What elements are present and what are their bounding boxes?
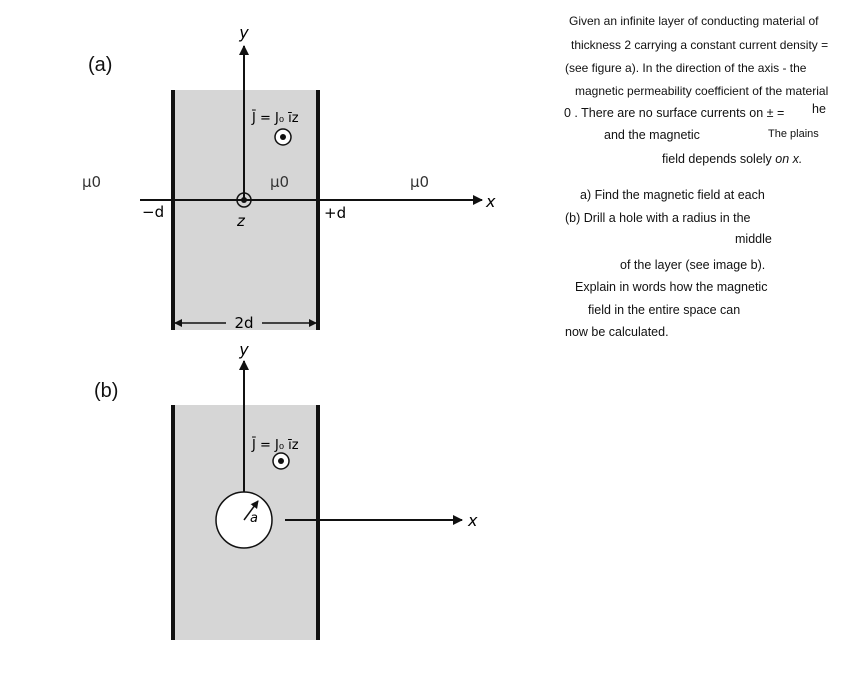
problem-line: now be calculated. [565,325,669,339]
y-axis-label-b: y [238,340,249,359]
hole-radius-label: a [250,511,258,526]
y-axis-label-a: y [238,23,249,42]
z-origin-symbol [236,192,252,208]
problem-line: field depends solely on x. [662,152,802,166]
problem-line-part: on x. [775,152,803,166]
panel-a-label: (a) [88,54,113,76]
mu-right: μ0 [410,173,429,191]
problem-line: 0 . There are no surface currents on ± = [564,106,785,120]
problem-line: (b) Drill a hole with a radius in the [565,211,751,225]
problem-text: Given an infinite layer of conducting ma… [560,0,857,360]
panel-b-label: (b) [94,380,119,402]
problem-line: middle [735,232,772,246]
problem-line: a) Find the magnetic field at each [580,188,765,202]
problem-line: of the layer (see image b). [620,258,766,272]
z-origin-dot [241,197,247,203]
current-density-label-b: J̄ = J₀ īz [251,438,299,453]
conducting-layer-a [173,90,318,330]
mu-middle: μ0 [270,173,289,191]
problem-line-part: field depends solely [662,152,776,166]
current-density-label-a: J̄ = J₀ īz [251,111,299,126]
z-axis-label: z [236,212,246,230]
width-label: 2d [234,314,253,332]
x-axis-label-b: x [467,511,478,530]
hole-radius-arrow [243,500,259,521]
problem-line: magnetic permeability coefficient of the… [575,84,829,98]
x-axis-label-a: x [485,192,496,211]
problem-line: field in the entire space can [588,303,741,317]
current-out-dot-b [278,458,284,464]
minus-d-label: −d [142,203,164,221]
problem-line: thickness 2 carrying a constant current … [571,38,829,52]
problem-line: he [812,102,826,116]
plus-d-label: +d [324,204,346,222]
problem-line: and the magnetic [604,128,700,142]
problem-line: (see figure a). In the direction of the … [565,61,807,75]
mu-left: μ0 [82,173,101,191]
figure: y x z J̄ = J₀ īz μ0 μ0 μ0 −d +d 2d y a x… [82,23,496,640]
problem-line: Given an infinite layer of conducting ma… [569,14,819,28]
current-out-dot-a [280,134,286,140]
problem-line: The plains [768,128,819,140]
problem-line: Explain in words how the magnetic [575,280,768,294]
